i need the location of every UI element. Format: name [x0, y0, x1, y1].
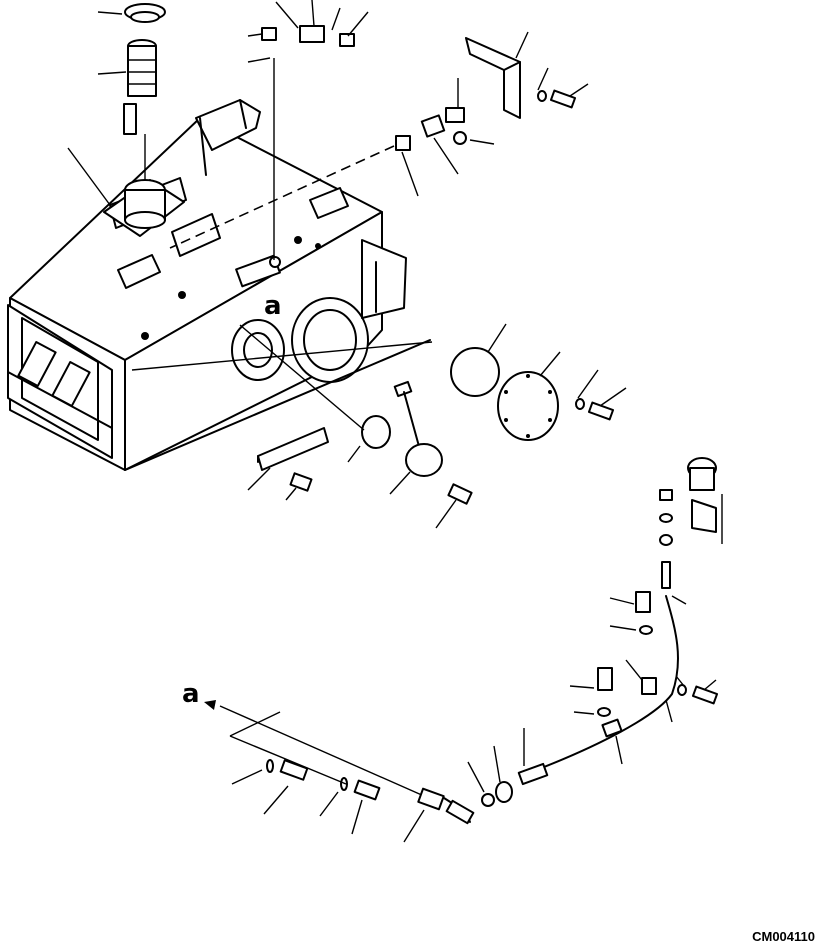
reference-mark-a-top: a [264, 291, 282, 321]
drawing-number: CM004110 [752, 929, 815, 944]
mounting-bracket [465, 31, 589, 119]
tank-support-bracket [247, 427, 329, 501]
cover-plate-group [131, 323, 627, 441]
fuel-level-sender [239, 324, 473, 529]
fuel-tank [7, 99, 431, 471]
drain-valve-assembly [525, 457, 723, 775]
side-fittings [169, 78, 495, 249]
filler-cap-assembly [67, 3, 166, 206]
drain-line-fittings [204, 700, 549, 843]
reference-mark-a-bottom: a [182, 679, 200, 709]
top-fittings [247, 0, 369, 260]
